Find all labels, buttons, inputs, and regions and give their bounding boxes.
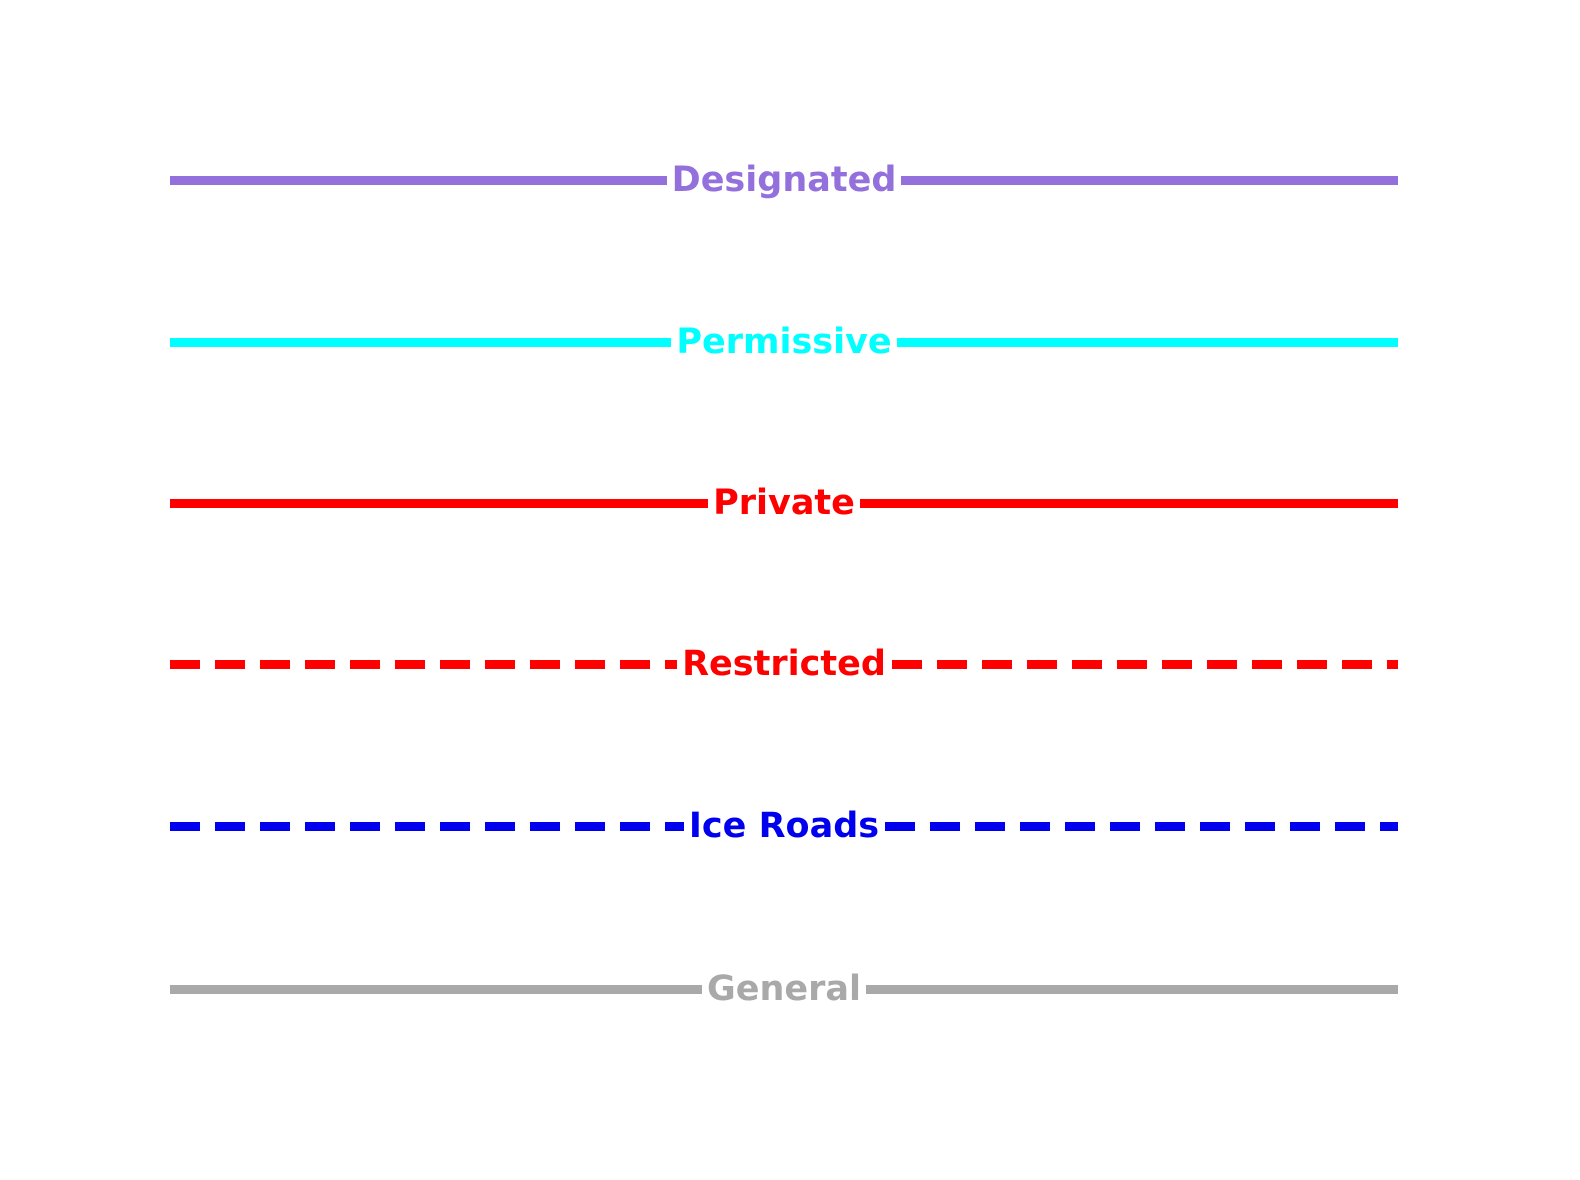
legend-line-right-private <box>859 498 1398 508</box>
legend-line-left-restricted <box>170 659 678 669</box>
legend-line-left-general <box>170 984 702 994</box>
legend-line-right-designated <box>901 175 1399 185</box>
legend-label-ice-roads: Ice Roads <box>688 805 880 846</box>
legend-line-left-permissive <box>170 337 672 347</box>
legend-label-general: General <box>707 968 861 1009</box>
legend-label-permissive: Permissive <box>676 321 892 362</box>
legend-line-left-private <box>170 498 709 508</box>
legend-label-designated: Designated <box>671 159 897 200</box>
legend-label-private: Private <box>713 482 855 523</box>
legend-entry-restricted: Restricted <box>170 636 1398 692</box>
legend-line-right-permissive <box>896 337 1398 347</box>
legend-line-right-restricted <box>890 659 1398 669</box>
legend-entry-ice-roads: Ice Roads <box>170 798 1399 854</box>
legend-entry-permissive: Permissive <box>170 314 1398 370</box>
legend-line-left-designated <box>170 175 667 185</box>
legend-label-restricted: Restricted <box>682 643 886 684</box>
legend-entry-general: General <box>170 961 1398 1017</box>
legend-entry-private: Private <box>170 475 1398 531</box>
legend-entry-designated: Designated <box>170 152 1399 208</box>
legend-line-right-general <box>866 984 1398 994</box>
legend-line-right-ice-roads <box>884 821 1399 831</box>
legend-line-left-ice-roads <box>170 821 684 831</box>
